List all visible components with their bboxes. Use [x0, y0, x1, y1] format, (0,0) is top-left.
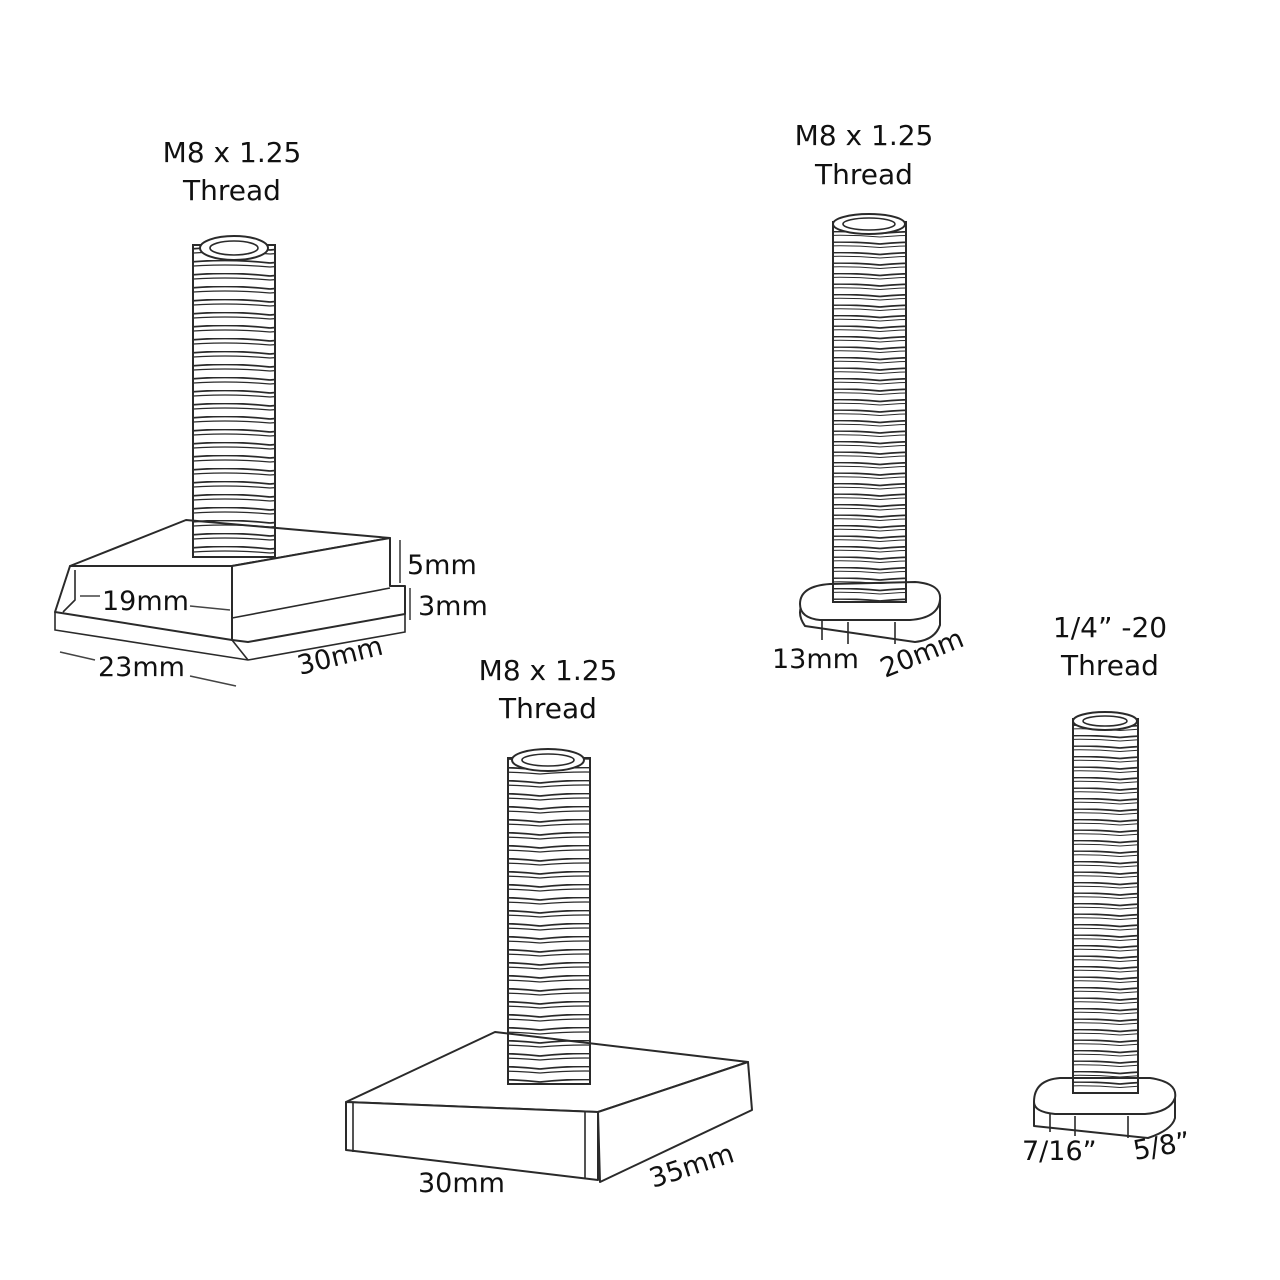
square-head-stud: [832, 213, 907, 603]
square-head-bolt: M8 x 1.25 Thread 13mm 20mm: [772, 119, 968, 684]
square-head-bolt-thread-size: M8 x 1.25: [795, 119, 934, 152]
imperial-head: [1033, 1077, 1177, 1139]
imperial-bolt: 1/4” -20 Thread 7/16” 5/8”: [1022, 611, 1193, 1167]
dim-7-16-inch: 7/16”: [1022, 1136, 1097, 1167]
dim-13mm: 13mm: [772, 644, 859, 675]
dim-30mm-plate: 30mm: [418, 1168, 505, 1199]
square-plate-bolt-thread-label: Thread: [498, 692, 597, 725]
t-slot-stud: [192, 235, 276, 558]
dim-line-23mm: [59, 651, 237, 687]
square-head-bolt-thread-label: Thread: [814, 158, 913, 191]
dim-5mm: 5mm: [407, 550, 477, 581]
imperial-bolt-thread-label: Thread: [1060, 649, 1159, 682]
dim-23mm: 23mm: [98, 652, 185, 683]
imperial-bolt-thread-size: 1/4” -20: [1053, 611, 1167, 644]
square-plate-bolt-thread-size: M8 x 1.25: [479, 654, 618, 687]
dim-3mm: 3mm: [418, 591, 488, 622]
dim-line-19mm: [80, 595, 231, 611]
t-slot-bolt-thread-size: M8 x 1.25: [163, 136, 302, 169]
dim-30mm: 30mm: [294, 631, 386, 682]
t-slot-bolt: M8 x 1.25 Thread 5mm 3mm 19mm 23mm 30mm: [54, 136, 488, 687]
imperial-stud: [1072, 711, 1139, 1094]
t-slot-bolt-thread-label: Thread: [182, 174, 281, 207]
square-plate-stud: [507, 748, 591, 1085]
square-plate-bolt: M8 x 1.25 Thread 30mm 35mm: [345, 654, 753, 1199]
dim-19mm: 19mm: [102, 586, 189, 617]
